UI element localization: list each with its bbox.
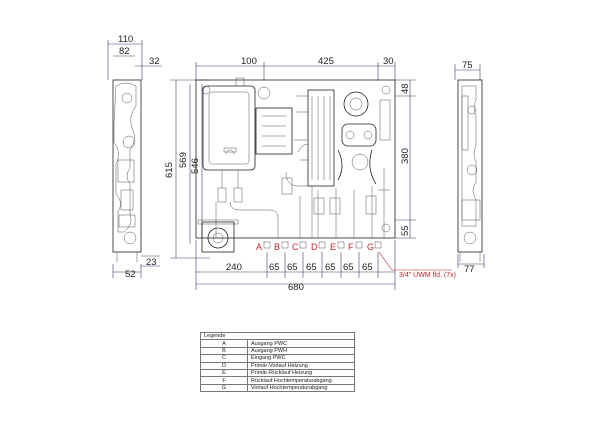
connection-label-c: C — [292, 242, 299, 252]
dim-front-right-bottom: 55 — [400, 225, 411, 236]
legend-label: Ausgang PWC — [247, 339, 355, 348]
legend-title: Legende — [200, 331, 355, 341]
connection-label-e: E — [330, 242, 336, 252]
legend-key: D — [200, 361, 248, 370]
dim-front-total-width: 680 — [288, 282, 304, 293]
legend-label: Rücklauf Hochtemperaturabgang — [247, 376, 355, 385]
legend-key: C — [200, 354, 248, 363]
legend-label: Ausgang PWH — [247, 346, 355, 356]
legend-key: F — [200, 376, 248, 385]
dim-front-right-middle: 380 — [400, 148, 411, 164]
dim-side-left-offset: 32 — [149, 56, 160, 67]
dim-spacing-4: 65 — [325, 262, 336, 273]
legend-key: B — [200, 346, 248, 356]
legend-key: E — [200, 368, 248, 378]
connection-label-g: G — [367, 242, 374, 252]
dim-side-right-top: 75 — [462, 60, 473, 71]
dim-front-right-top: 48 — [400, 83, 411, 94]
dim-spacing-5: 65 — [343, 262, 354, 273]
dim-front-height-body: 546 — [190, 158, 201, 174]
connection-note: 3/4" ÜWM fld. (7x) — [399, 271, 456, 279]
dim-side-left-width-outer: 110 — [118, 34, 133, 45]
dim-side-left-bottom: 52 — [125, 269, 136, 280]
dim-front-height-inner: 569 — [178, 152, 189, 168]
connection-label-a: A — [256, 242, 262, 252]
connection-markers: A B C D E F G — [256, 241, 382, 252]
left-side-view: 110 82 32 52 23 — [107, 34, 162, 280]
dim-front-bottom-offset: 240 — [226, 262, 242, 273]
legend-label: Eingang PWC — [247, 354, 355, 363]
connection-label-f: F — [348, 242, 354, 252]
front-view: 100 425 30 615 569 546 — [164, 56, 456, 293]
dim-spacing-3: 65 — [306, 262, 317, 273]
legend-label: Vorlauf Hochtemperaturabgang — [247, 383, 355, 393]
dim-spacing-1: 65 — [269, 262, 280, 273]
legend-key: A — [200, 339, 248, 348]
connection-label-b: B — [274, 242, 280, 252]
legend-label: Primär-Vorlauf Heizung — [247, 361, 355, 370]
legend-key: G — [200, 383, 248, 393]
dim-front-top-left: 100 — [241, 56, 257, 67]
dim-spacing-6: 65 — [362, 262, 373, 273]
dim-spacing-2: 65 — [287, 262, 298, 273]
dim-front-top-middle: 425 — [318, 56, 334, 67]
legend-label: Primär-Rücklauf Heizung — [247, 368, 355, 378]
right-side-view: 75 77 — [454, 60, 485, 275]
dim-side-left-width-inner: 82 — [119, 46, 130, 57]
dim-front-top-right: 30 — [383, 56, 394, 67]
dim-side-left-gap: 23 — [146, 257, 157, 268]
dim-front-height-total: 615 — [164, 162, 175, 178]
dim-side-right-bottom: 77 — [464, 264, 475, 275]
connection-label-d: D — [311, 242, 318, 252]
